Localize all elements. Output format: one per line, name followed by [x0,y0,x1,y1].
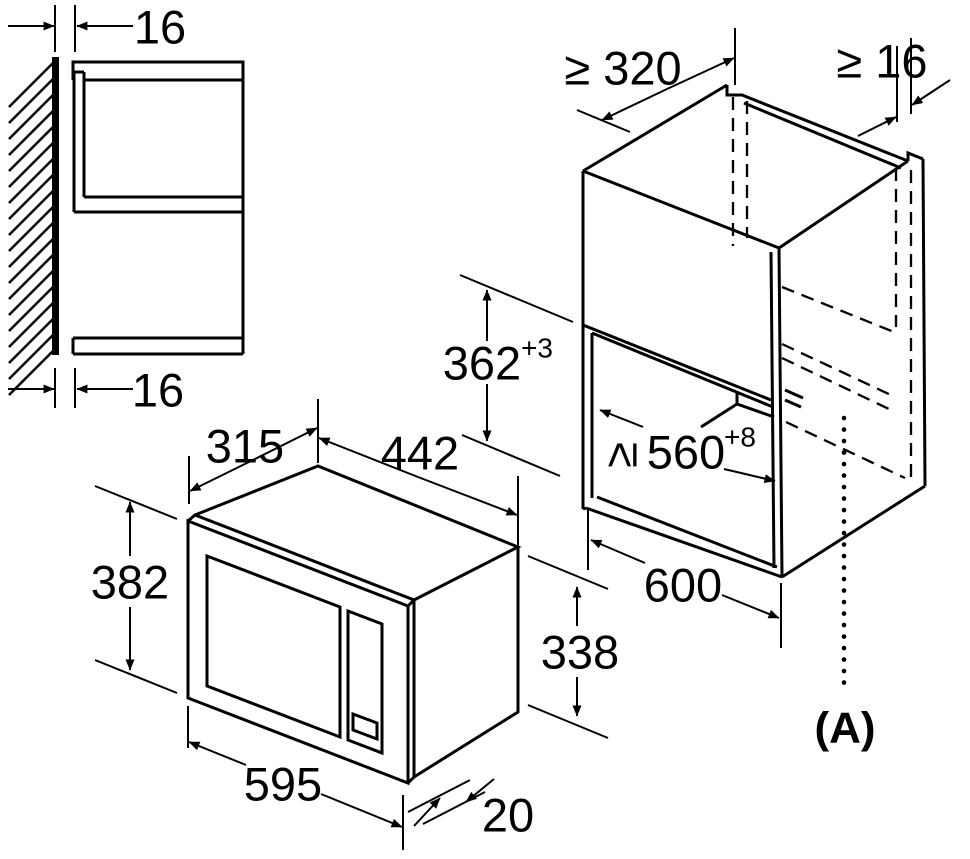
microwave-view: 315 442 382 595 20 [91,399,619,850]
dim-wall-gap-bottom: 16 [8,364,184,417]
dim-label-niche-height-tolerance: +3 [521,333,553,364]
microwave-body [194,464,522,779]
dim-label-frame-overhang: 20 [482,789,534,842]
cabinet-view: (A) ≥ 320 ≥ 16 362 +3 ≥ 560 +8 [443,28,951,753]
dim-symbol-niche-width-gte: ≥ [594,442,647,468]
dim-rear-gap-16: ≥ 16 [836,35,951,137]
dim-wall-gap-top: 16 [8,1,186,54]
dim-front-width-595: 595 [187,706,404,850]
section-bottom-board [71,336,243,356]
dim-cabinet-width-600: 600 [587,508,782,648]
dim-top-depth-320: ≥ 320 [564,28,736,133]
dim-label-niche-height: 362 [443,337,521,390]
wall-section-view: 16 16 [8,1,245,417]
dim-label-front-height: 382 [91,556,169,609]
dim-body-width-442: 442 [318,427,519,546]
microwave-control-panel [346,608,384,756]
wall-hatching [8,61,55,396]
microwave-door-window [205,553,342,740]
microwave-outline [186,464,522,786]
dim-label-wall-gap-top: 16 [134,1,186,54]
dim-front-height-382: 382 [91,485,178,694]
cabinet-section-outline [71,60,245,356]
dim-body-height-338: 338 [527,555,619,739]
dim-label-niche-width-tolerance: +8 [724,422,756,453]
dim-label-body-width: 442 [381,427,459,480]
dim-body-depth-315: 315 [188,399,319,504]
dim-label-front-width: 595 [244,758,322,811]
dim-label-wall-gap-bottom: 16 [132,364,184,417]
dim-label-top-depth: ≥ 320 [564,42,681,95]
cabinet-hidden-lines [731,97,913,480]
dim-label-body-height: 338 [541,626,619,679]
dim-label-niche-width: 560 [647,426,725,479]
dim-niche-width-560: ≥ 560 +8 [594,409,776,483]
dim-niche-height-362: 362 +3 [443,274,574,477]
dim-label-body-depth: 315 [206,420,284,473]
section-rear-strip [72,70,86,212]
annotation-a-label: (A) [814,704,875,753]
dim-frame-overhang-20: 20 [407,778,534,842]
dim-label-cabinet-width: 600 [644,559,722,612]
cabinet-outline [581,83,927,579]
section-top-board [71,60,245,82]
dim-label-rear-gap: ≥ 16 [836,35,927,88]
section-shelf [74,195,243,214]
microwave-door-button [351,711,379,742]
